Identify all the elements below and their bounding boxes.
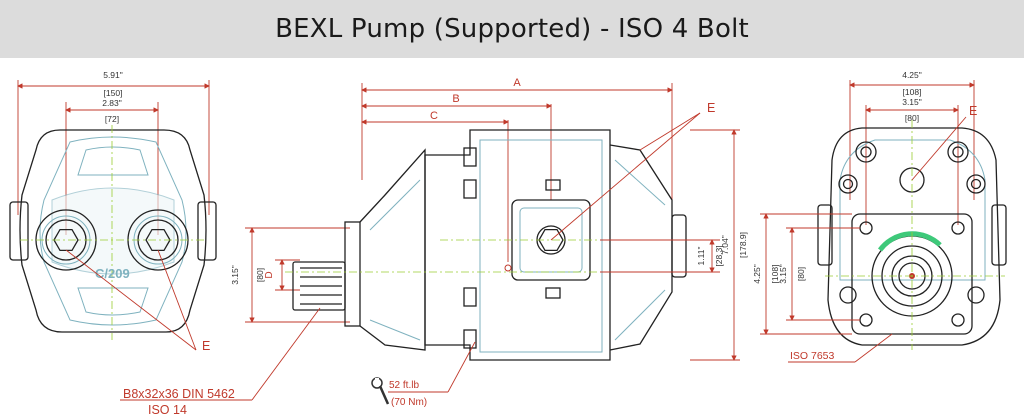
side-height-mm: [178.9] xyxy=(738,232,748,258)
flange-vert2-in: 3.15" xyxy=(778,264,788,284)
wrench-icon xyxy=(371,377,390,405)
flange-width-in: 4.25" xyxy=(902,70,922,80)
dim-d-label: D xyxy=(264,271,275,278)
casting-mark: C/209 xyxy=(95,266,130,281)
side-shaft-in: 3.15" xyxy=(230,265,240,285)
front-ports-mm: [72] xyxy=(105,114,119,124)
front-width-mm: [150] xyxy=(104,88,123,98)
side-port-in: 1.11" xyxy=(696,247,706,266)
flange-view: 4.25" [108] 3.15" [80] xyxy=(752,70,1007,363)
technical-drawing: 5.91" [150] 2.83" [72] C/209 E xyxy=(9,70,1007,417)
shaft-spec-line1: B8x32x36 DIN 5462 xyxy=(123,387,235,401)
front-port-label: E xyxy=(202,339,210,353)
shaft-spec-line2: ISO 14 xyxy=(148,403,187,417)
dim-a-label: A xyxy=(513,77,521,89)
front-ports-in: 2.83" xyxy=(102,98,122,108)
flange-vert-mm: [108] xyxy=(770,265,780,284)
flange-bolt-mm: [80] xyxy=(905,113,919,123)
torque-metric: (70 Nm) xyxy=(391,397,427,408)
flange-width-mm: [108] xyxy=(903,87,922,97)
flange-vert-in: 4.25" xyxy=(752,264,762,284)
side-port-mm: [28.3] xyxy=(714,245,724,266)
flange-bolt-in: 3.15" xyxy=(902,97,922,107)
side-shaft-mm: [80] xyxy=(255,268,265,282)
page-title: BEXL Pump (Supported) - ISO 4 Bolt xyxy=(275,14,749,44)
side-view: A B C 3.15" [80] D xyxy=(230,77,748,408)
iso-7653-label: ISO 7653 xyxy=(790,350,835,362)
front-view: 5.91" [150] 2.83" [72] C/209 E xyxy=(9,70,217,353)
flange-vert2-mm: [80] xyxy=(796,267,806,281)
shaft-spec-callout: B8x32x36 DIN 5462 ISO 14 xyxy=(120,307,321,417)
dim-b-label: B xyxy=(452,93,459,105)
title-bar: BEXL Pump (Supported) - ISO 4 Bolt xyxy=(0,0,1024,58)
front-width-in: 5.91" xyxy=(103,70,123,80)
dim-c-label: C xyxy=(430,110,438,122)
side-height-in: 7.04" xyxy=(720,235,730,255)
flange-port-label: E xyxy=(969,104,977,118)
side-port-label: E xyxy=(707,101,715,115)
torque-imperial: 52 ft.lb xyxy=(389,380,419,391)
